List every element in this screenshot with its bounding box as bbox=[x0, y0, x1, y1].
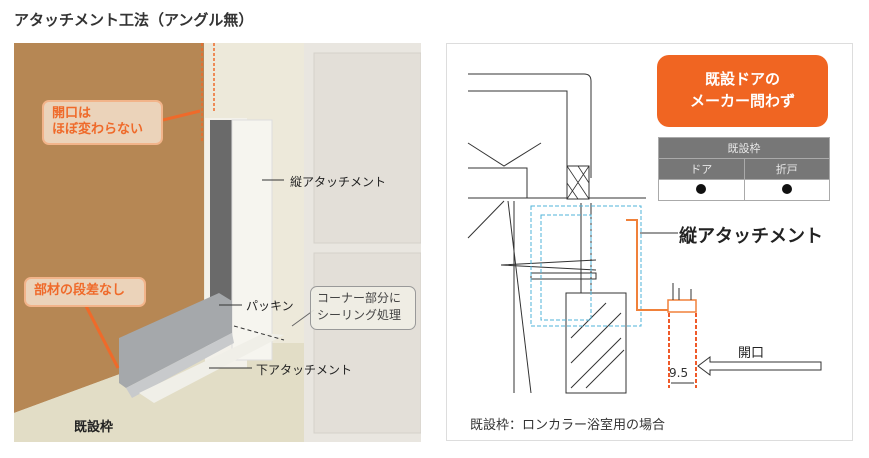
compatibility-table: 既設枠 ドア 折戸 bbox=[658, 137, 830, 201]
column-folding-door: 折戸 bbox=[743, 158, 830, 180]
cross-section-drawing bbox=[467, 73, 822, 394]
callout-opening-line2: ほぼ変わらない bbox=[52, 122, 144, 137]
cell-door bbox=[658, 179, 745, 201]
badge-line2: メーカー問わず bbox=[689, 92, 795, 110]
label-packing: パッキン bbox=[246, 299, 294, 313]
diagram-caption: 既設枠：ロンカラー浴室用の場合 bbox=[470, 418, 666, 433]
vertical-attachment bbox=[210, 120, 232, 325]
cell-folding-door bbox=[743, 179, 830, 201]
callout-opening: 開口は ほぼ変わらない bbox=[42, 100, 163, 145]
label-bottom-attachment: 下アタッチメント bbox=[256, 363, 353, 377]
badge-line1: 既設ドアの bbox=[704, 70, 780, 88]
check-dot-icon bbox=[781, 183, 792, 194]
page-title: アタッチメント工法（アングル無） bbox=[14, 11, 254, 29]
note-line1: コーナー部分に bbox=[317, 291, 402, 305]
section-diagram: 縦アタッチメント 開口 9.5 既設枠：ロンカラー浴室用の場合 bbox=[446, 43, 853, 441]
callout-opening-line1: 開口は bbox=[52, 106, 92, 121]
attachment-photo: 開口は ほぼ変わらない 部材の段差なし 縦アタッチメント パッキン コーナー部分… bbox=[14, 43, 422, 442]
note-line2: シーリング処理 bbox=[317, 308, 402, 322]
photo-illustration bbox=[14, 43, 422, 442]
label-opening: 開口 bbox=[738, 346, 765, 361]
note-corner-sealing: コーナー部分に シーリング処理 bbox=[310, 286, 416, 330]
callout-no-step: 部材の段差なし bbox=[24, 277, 146, 307]
table-header: 既設枠 bbox=[658, 137, 830, 159]
label-existing-frame: 既設枠 bbox=[74, 420, 114, 435]
check-dot-icon bbox=[696, 183, 707, 194]
label-vertical-attachment: 縦アタッチメント bbox=[290, 175, 387, 189]
label-vertical-attachment-diagram: 縦アタッチメント bbox=[679, 226, 823, 247]
bottom-attachment bbox=[119, 293, 232, 388]
dimension-label: 9.5 bbox=[669, 366, 689, 380]
column-door: ドア bbox=[658, 158, 745, 180]
manufacturer-badge: 既設ドアの メーカー問わず bbox=[657, 55, 828, 127]
